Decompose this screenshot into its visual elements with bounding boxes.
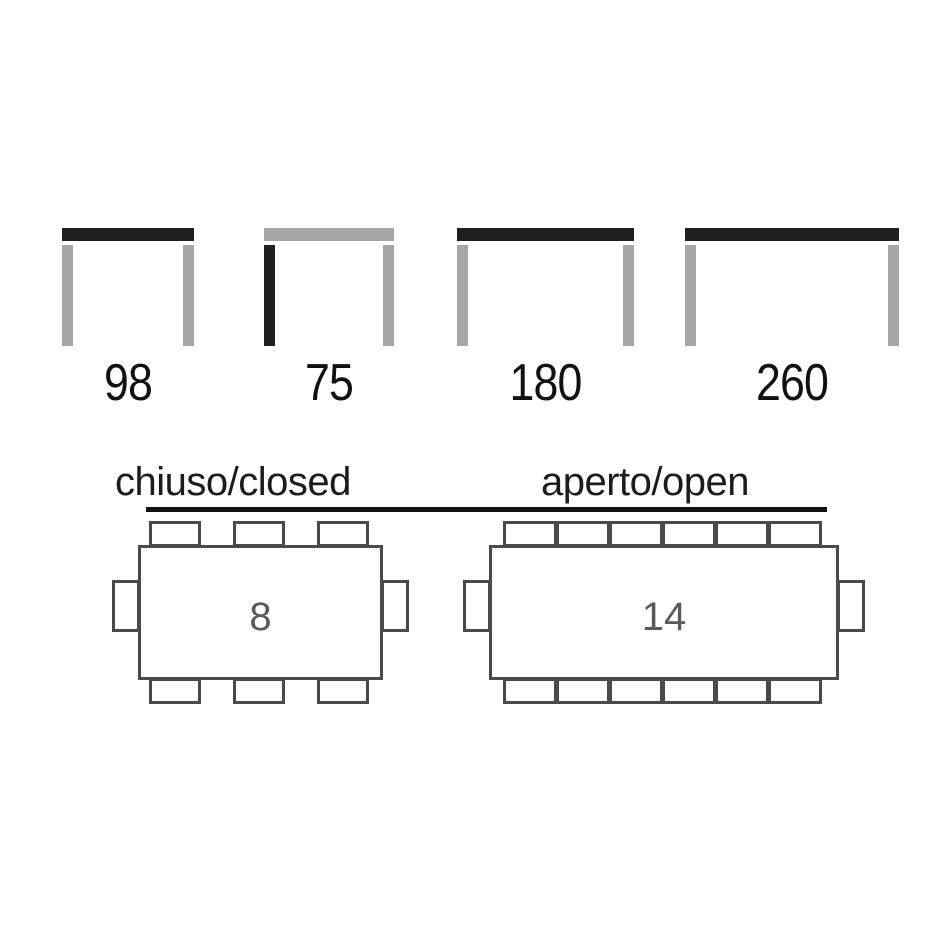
seat-left-1 [112,580,140,632]
seat-top-1 [503,521,557,547]
seat-bottom-2 [556,678,610,704]
seat-bottom-4 [662,678,716,704]
seat-bottom-3 [609,678,663,704]
elevation-item-260: 260 [685,228,899,412]
plan-closed: 8 [100,520,440,730]
dimension-label-180: 180 [509,354,582,412]
seat-top-6 [768,521,822,547]
seat-right-1 [837,580,865,632]
table-elevation-figure [62,228,194,346]
seat-top-3 [609,521,663,547]
seat-left-1 [463,580,491,632]
plan-open: 14 [462,520,882,730]
table-top-bar [62,228,194,241]
seat-top-2 [233,521,285,547]
elevation-item-180: 180 [457,228,634,412]
dimension-label-260: 260 [755,354,829,412]
seat-bottom-6 [768,678,822,704]
table-top-bar [264,228,394,241]
seat-bottom-1 [503,678,557,704]
plan-heading-open: aperto/open [541,460,750,504]
table-elevation-figure [685,228,899,346]
seat-bottom-5 [715,678,769,704]
table-top-bar [685,228,899,241]
seat-top-2 [556,521,610,547]
seat-top-5 [715,521,769,547]
seat-bottom-2 [233,678,285,704]
table-leg-left [457,245,468,346]
table-leg-right [888,245,899,346]
elevation-item-75: 75 [264,228,394,412]
seat-count-open: 14 [641,595,687,639]
table-leg-left [62,245,73,346]
plan-heading-closed: chiuso/closed [115,460,351,504]
section-divider-rule [146,507,827,512]
seat-bottom-3 [317,678,369,704]
table-leg-right [383,245,394,346]
dimension-label-75: 75 [304,354,354,412]
table-leg-right [623,245,634,346]
seat-top-1 [149,521,201,547]
table-leg-right [183,245,194,346]
seat-bottom-1 [149,678,201,704]
seat-right-1 [381,580,409,632]
seat-top-4 [662,521,716,547]
table-leg-left [685,245,696,346]
elevation-item-98: 98 [62,228,194,412]
dimension-label-98: 98 [103,354,153,412]
table-top-bar [457,228,634,241]
table-leg-left [264,245,275,346]
table-elevation-figure [457,228,634,346]
seat-count-closed: 8 [249,595,272,639]
table-elevation-figure [264,228,394,346]
seat-top-3 [317,521,369,547]
